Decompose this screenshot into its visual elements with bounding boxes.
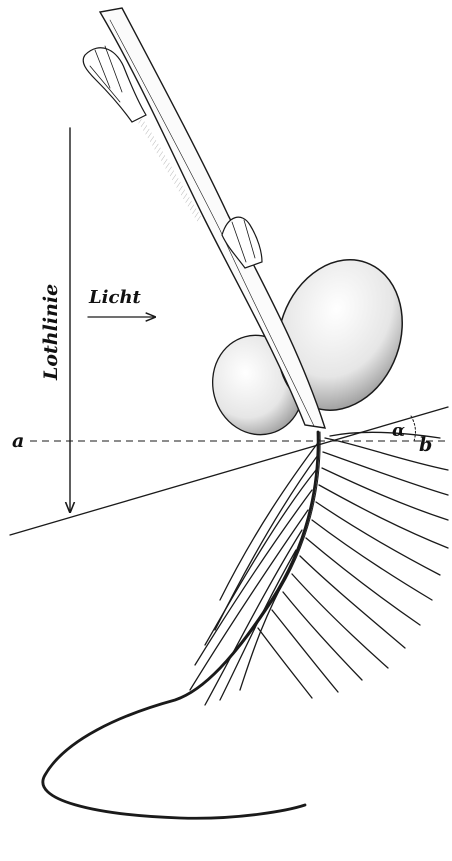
inclined-line bbox=[10, 407, 448, 535]
light-label: Licht bbox=[88, 287, 142, 308]
main-root bbox=[43, 432, 320, 818]
angle-label: α bbox=[392, 421, 405, 441]
plumb-line-label: Lothlinie bbox=[40, 284, 62, 381]
point-a-label: a bbox=[12, 430, 24, 452]
point-b-label: b bbox=[419, 434, 432, 456]
angle-arc bbox=[411, 416, 415, 441]
stem bbox=[100, 8, 325, 428]
